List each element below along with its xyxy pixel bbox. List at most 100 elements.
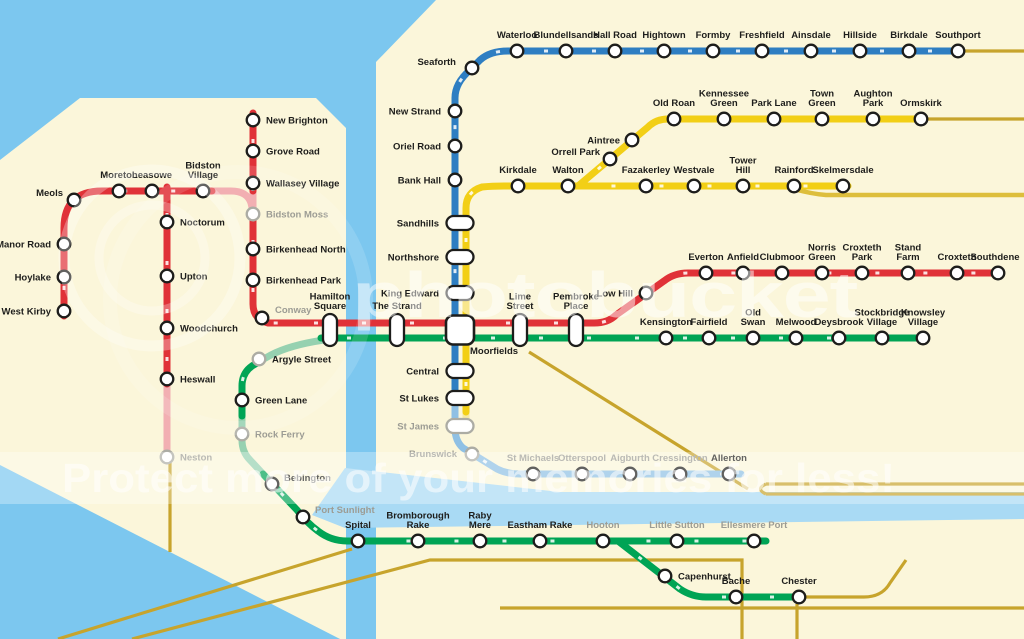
station-port-sunlight bbox=[295, 509, 311, 525]
station-little-sutton bbox=[669, 533, 685, 549]
station-new-brighton bbox=[245, 112, 261, 128]
station-manor-road bbox=[56, 236, 72, 252]
other-southwest-diagonal-1 bbox=[57, 547, 353, 639]
station-label-oriel-road: Oriel Road bbox=[393, 142, 441, 153]
station-label-moorfields: Moorfields bbox=[470, 346, 518, 357]
station-bromborough-rake bbox=[410, 533, 426, 549]
station-label-hightown: Hightown bbox=[642, 30, 685, 41]
station-label-southport: Southport bbox=[935, 30, 981, 41]
station-walton bbox=[560, 178, 576, 194]
station-heswall bbox=[159, 371, 175, 387]
station-meols bbox=[66, 192, 82, 208]
station-southport bbox=[950, 43, 966, 59]
station-label-ellesmere-port: Ellesmere Port bbox=[721, 520, 788, 531]
station-knowsley-village bbox=[915, 330, 931, 346]
station-label-argyle-street: Argyle Street bbox=[272, 355, 332, 366]
station-hoylake bbox=[56, 269, 72, 285]
station-green-lane bbox=[234, 392, 250, 408]
station-label-woodchurch: Woodchurch bbox=[180, 324, 238, 335]
station-label-chester: Chester bbox=[781, 576, 817, 587]
station-kennessee-green bbox=[716, 111, 732, 127]
station-label-the-strand: The Strand bbox=[372, 301, 422, 312]
station-label-otterspool: Otterspool bbox=[558, 453, 606, 464]
station-label-skelmersdale: Skelmersdale bbox=[812, 165, 873, 176]
station-fazakerley bbox=[638, 178, 654, 194]
station-norris-green bbox=[814, 265, 830, 281]
station-central bbox=[445, 362, 475, 380]
station-label-heswall: Heswall bbox=[180, 375, 215, 386]
station-spital bbox=[350, 533, 366, 549]
station-formby bbox=[705, 43, 721, 59]
station-label-st-michaels: St Michaels bbox=[507, 453, 559, 464]
station-anfield bbox=[735, 265, 751, 281]
station-bebington bbox=[264, 476, 280, 492]
watermark-logo-ring-ghost bbox=[103, 165, 373, 435]
station-freshfield bbox=[754, 43, 770, 59]
station-label-moreton: Moreton bbox=[100, 170, 138, 181]
station-st-michaels bbox=[525, 466, 541, 482]
station-label-formby: Formby bbox=[696, 30, 732, 41]
station-birkenhead-north bbox=[245, 241, 261, 257]
station-label-orrell-park: Orrell Park bbox=[551, 147, 600, 158]
station-grove-road bbox=[245, 143, 261, 159]
other-chester-east bbox=[804, 559, 908, 599]
station-sandhills bbox=[445, 214, 475, 232]
station-label-clubmoor: Clubmoor bbox=[760, 252, 805, 263]
station-bidston-moss bbox=[245, 206, 261, 222]
station-everton bbox=[698, 265, 714, 281]
station-blundellsands bbox=[558, 43, 574, 59]
station-label-rock-ferry: Rock Ferry bbox=[255, 430, 305, 441]
other-loop-cap bbox=[758, 482, 767, 496]
station-new-strand bbox=[447, 103, 463, 119]
station-skelmersdale bbox=[835, 178, 851, 194]
station-moreton bbox=[111, 183, 127, 199]
station-old-roan bbox=[666, 111, 682, 127]
station-woodchurch bbox=[159, 320, 175, 336]
station-label-everton: Everton bbox=[688, 252, 724, 263]
station-capenhurst bbox=[657, 568, 673, 584]
station-st-james bbox=[445, 417, 475, 435]
station-hall-road bbox=[607, 43, 623, 59]
station-king-edward bbox=[445, 284, 475, 302]
station-clubmoor bbox=[774, 265, 790, 281]
line-yellow-city bbox=[462, 182, 852, 416]
station-tower-hill bbox=[735, 178, 751, 194]
watermark-brand-text: photobucket bbox=[352, 259, 858, 331]
station-oriel-road bbox=[447, 138, 463, 154]
station-label-st-lukes: St Lukes bbox=[399, 394, 439, 405]
station-bank-hall bbox=[447, 172, 463, 188]
station-label-park-lane: Park Lane bbox=[751, 98, 796, 109]
station-ormskirk bbox=[913, 111, 929, 127]
station-label-birkenhead-north: Birkenhead North bbox=[266, 245, 346, 256]
station-cressington bbox=[672, 466, 688, 482]
station-label-deysbrook: Deysbrook bbox=[814, 317, 864, 328]
station-label-aintree: Aintree bbox=[587, 136, 620, 147]
station-deysbrook bbox=[831, 330, 847, 346]
station-conway bbox=[254, 310, 270, 326]
estuary-band bbox=[312, 468, 1024, 528]
station-label-noctorum: Noctorum bbox=[180, 218, 225, 229]
station-neston bbox=[159, 449, 175, 465]
station-label-eastham-rake: Eastham Rake bbox=[508, 520, 573, 531]
station-label-kirkdale: Kirkdale bbox=[499, 165, 537, 176]
station-label-seaforth: Seaforth bbox=[417, 57, 456, 68]
station-label-cressington: Cressington bbox=[652, 453, 708, 464]
station-seaforth bbox=[464, 60, 480, 76]
line-green-chester-branch bbox=[614, 537, 806, 601]
station-aigburth bbox=[622, 466, 638, 482]
station-argyle-street bbox=[251, 351, 267, 367]
line-green-argyle-pale bbox=[258, 336, 328, 364]
station-ainsdale bbox=[803, 43, 819, 59]
station-stand-farm bbox=[900, 265, 916, 281]
station-label-waterloo: Waterloo bbox=[497, 30, 537, 41]
station-low-hill bbox=[638, 285, 654, 301]
